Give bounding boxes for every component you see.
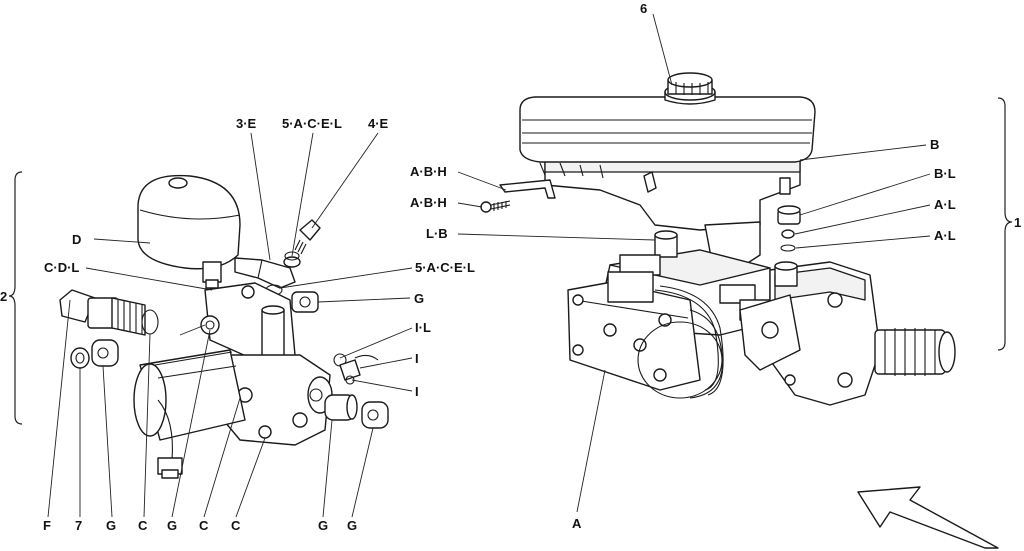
abs-hydraulic-unit xyxy=(567,230,771,399)
label-I-2: I xyxy=(415,384,419,399)
label-7: 7 xyxy=(75,518,82,533)
label-D: D xyxy=(72,232,81,247)
label-C-bottom-2: C xyxy=(199,518,209,533)
accumulator-sphere xyxy=(137,174,241,289)
bolt-4E xyxy=(294,219,321,255)
label-LB: L·B xyxy=(426,226,448,241)
label-5ACEL-top: 5·A·C·E·L xyxy=(282,116,342,131)
label-BL: B·L xyxy=(934,166,956,181)
label-C-bottom-1: C xyxy=(138,518,148,533)
pipe-fitting-upper xyxy=(234,256,301,289)
group-bracket-1 xyxy=(997,97,1013,351)
label-5ACEL-mid: 5·A·C·E·L xyxy=(415,260,475,275)
label-ABH-1: A·B·H xyxy=(410,164,447,179)
label-3E: 3·E xyxy=(236,116,257,131)
label-AL-1: A·L xyxy=(934,197,956,212)
brake-fluid-reservoir xyxy=(519,72,816,275)
label-6: 6 xyxy=(640,1,647,16)
label-ABH-2: A·B·H xyxy=(410,195,447,210)
label-CDL: C·D·L xyxy=(44,260,79,275)
pressure-sensor xyxy=(59,289,159,336)
arrow-upleft-icon xyxy=(857,486,999,549)
master-cylinder xyxy=(739,261,956,406)
label-G-bottom-1: G xyxy=(106,518,116,533)
label-IL: I·L xyxy=(415,320,431,335)
small-seals-left xyxy=(70,339,119,369)
label-I-1: I xyxy=(415,351,419,366)
label-G-bottom-4: G xyxy=(347,518,357,533)
label-4E: 4·E xyxy=(368,116,389,131)
label-F: F xyxy=(43,518,51,533)
label-AL-2: A·L xyxy=(934,228,956,243)
label-C-bottom-3: C xyxy=(231,518,241,533)
label-1: 1 xyxy=(1014,215,1021,230)
bracket-screw xyxy=(480,200,511,213)
label-G-mid: G xyxy=(414,291,424,306)
label-B: B xyxy=(930,137,939,152)
callout-labels: 6 3·E 5·A·C·E·L 4·E D C·D·L 5·A·C·E·L G … xyxy=(0,1,1021,533)
small-rings-right xyxy=(777,205,801,252)
bracket-part xyxy=(499,179,556,199)
label-2: 2 xyxy=(0,289,7,304)
label-G-bottom-2: G xyxy=(167,518,177,533)
leader-lines xyxy=(47,13,931,518)
label-G-bottom-3: G xyxy=(318,518,328,533)
group-bracket-2 xyxy=(8,171,23,425)
pump-motor-unit xyxy=(133,282,333,479)
label-A: A xyxy=(572,516,582,531)
fitting-rings-right-of-pump xyxy=(324,353,389,429)
